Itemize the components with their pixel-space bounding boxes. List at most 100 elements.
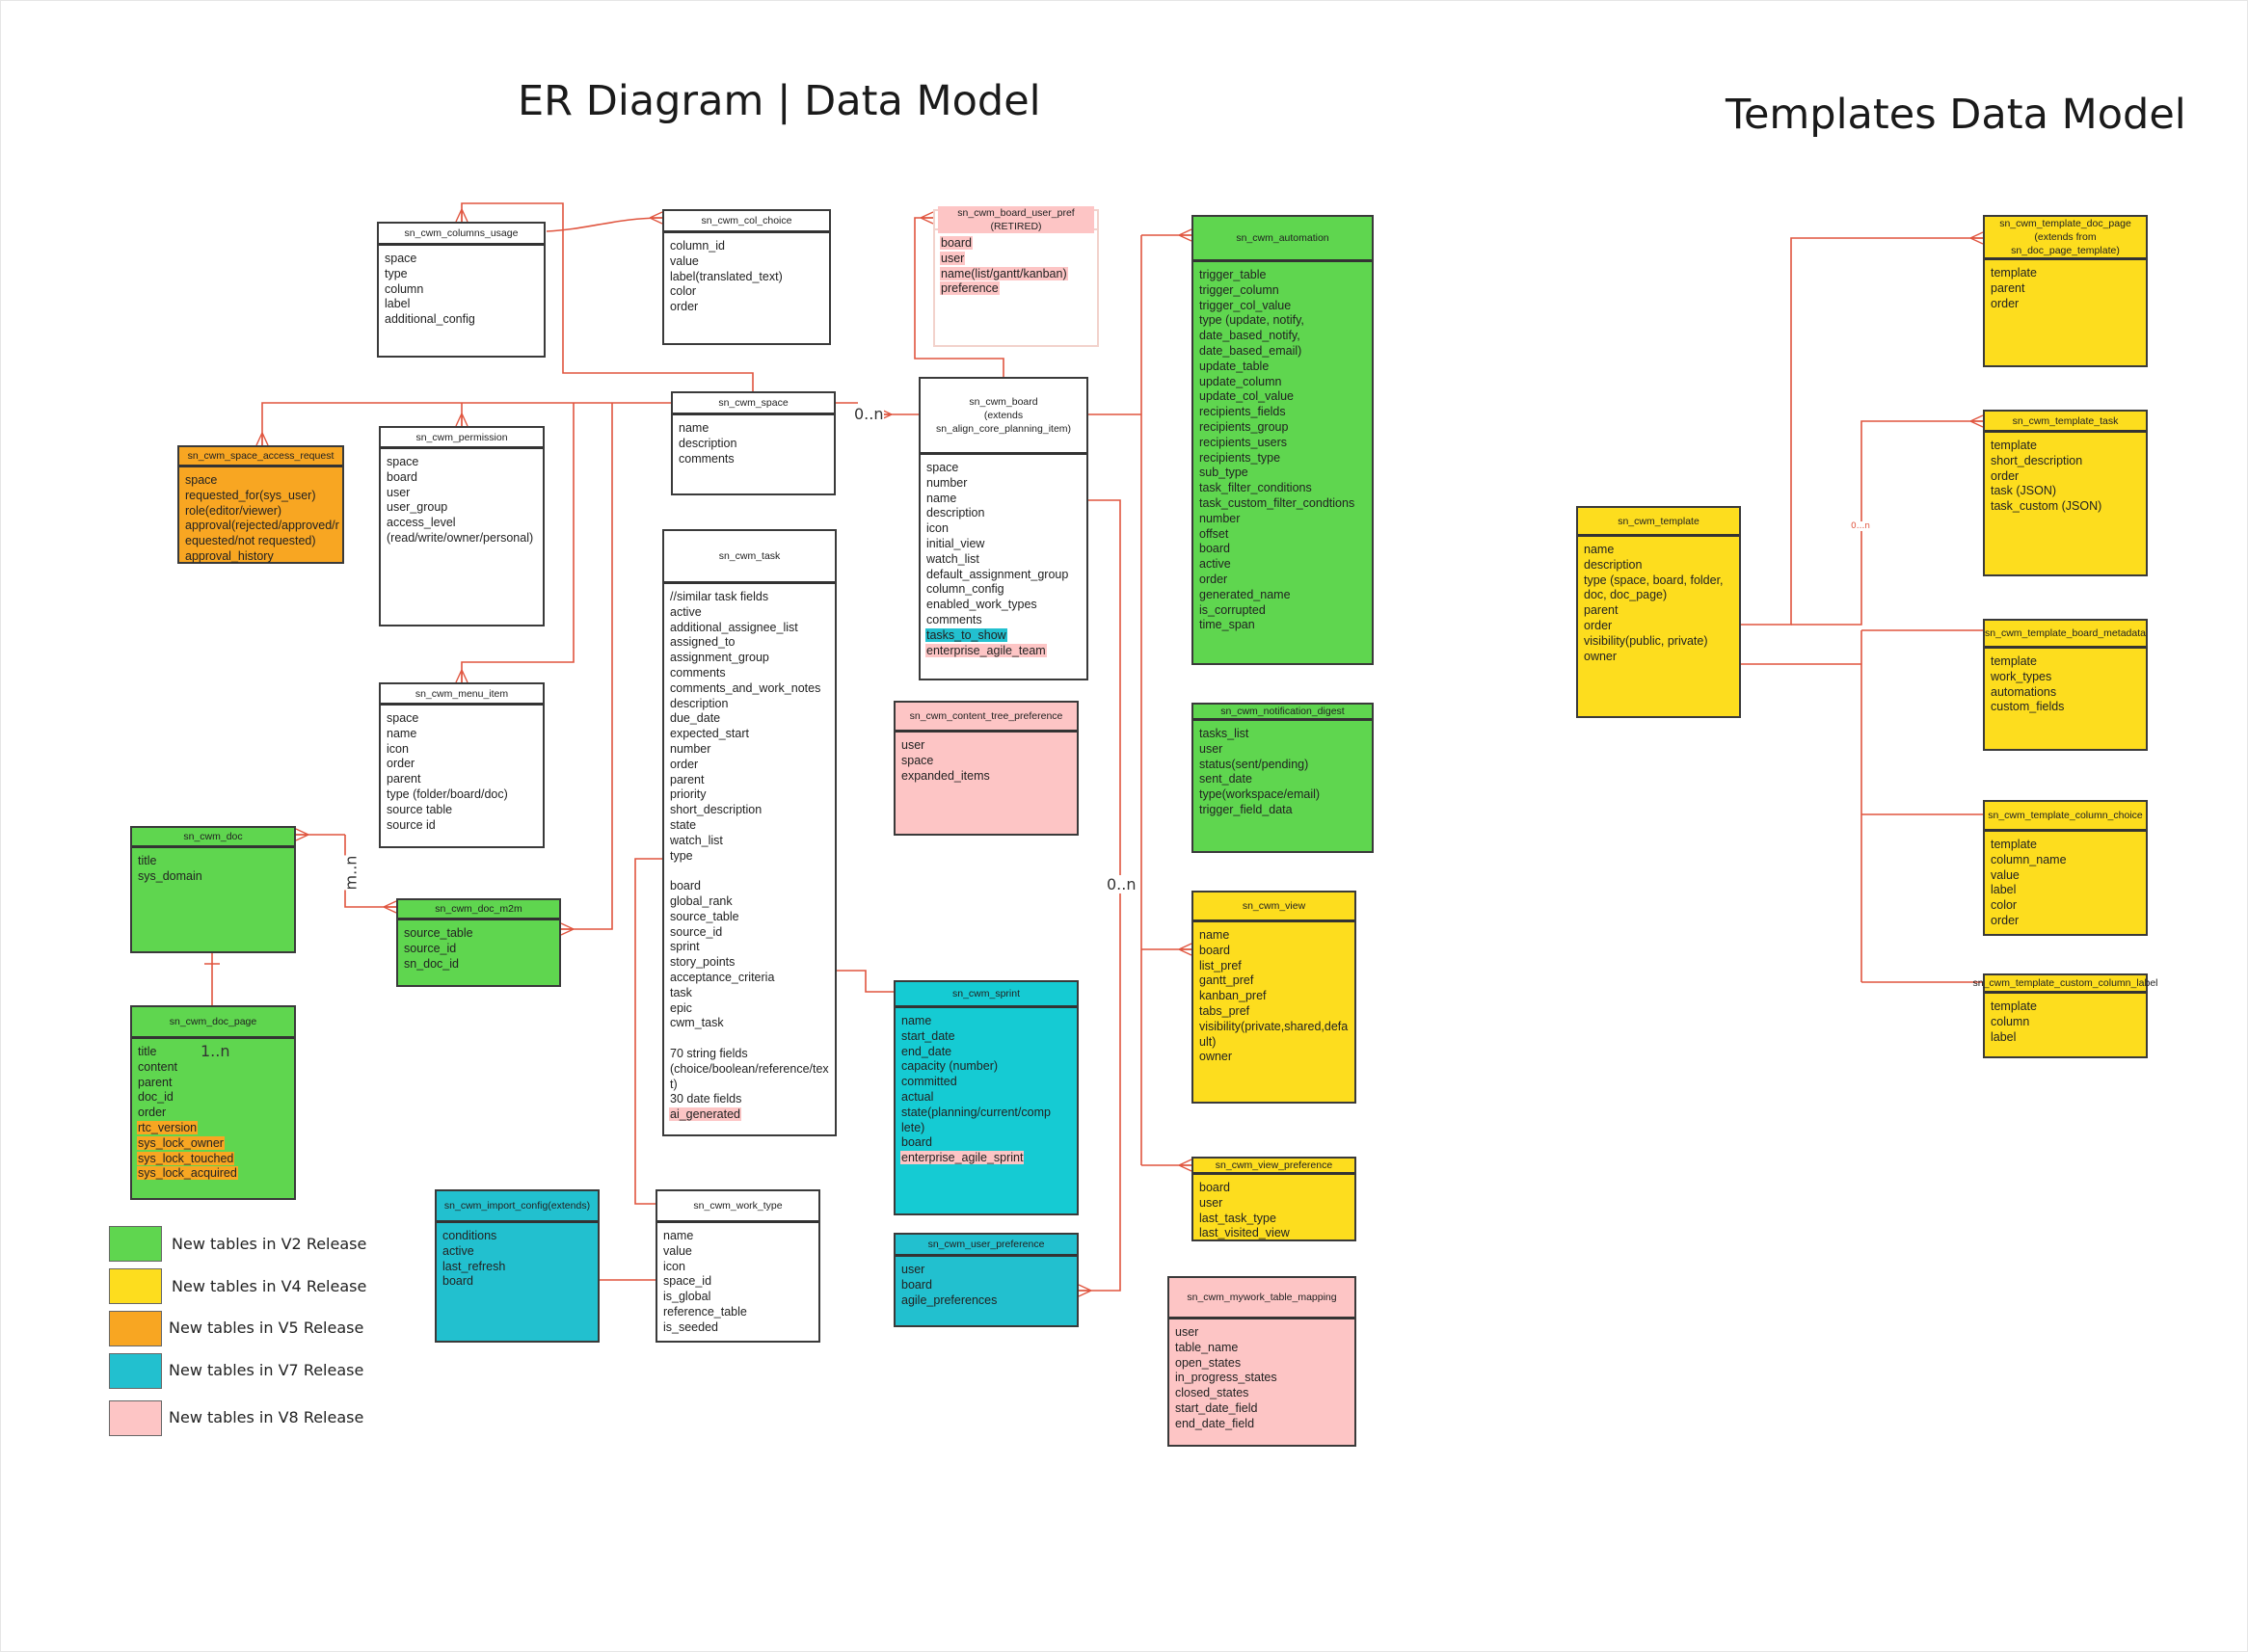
table-field-text: board (1199, 1181, 1230, 1194)
table-field-text: order (670, 757, 699, 771)
table-field: end_date_field (1174, 1417, 1350, 1432)
table-field-text: source_table (404, 926, 473, 940)
table-field-text: source table (387, 802, 453, 816)
table-title: sn_cwm_automation (1193, 217, 1372, 262)
table-title: sn_cwm_task (664, 531, 835, 584)
table-field: sys_lock_acquired (137, 1166, 289, 1182)
table-field-text: template (1991, 266, 2037, 280)
table-field: end_date (900, 1045, 1072, 1060)
table-field-text: board (387, 469, 417, 484)
table-field-text: additional_config (385, 312, 475, 327)
table-field-text: end_date_field (1175, 1416, 1255, 1430)
table-field: 70 string fields (669, 1047, 830, 1062)
table-field-text: board (1199, 542, 1230, 556)
table-field-text: start_date_field (1175, 1400, 1258, 1415)
table-field: in_progress_states (1174, 1371, 1350, 1386)
table-field-text: user (1175, 1325, 1199, 1339)
table-field-text: reference_table (663, 1304, 747, 1319)
rel-template-doc-page (1741, 238, 1983, 626)
table-field: assigned_to (669, 635, 830, 651)
table-field: title (137, 1045, 289, 1060)
table-sn-cwm-template-doc-page[interactable]: sn_cwm_template_doc_page (extends from s… (1983, 215, 2148, 367)
table-field: user (1198, 742, 1367, 758)
table-field: expected_start (669, 727, 830, 742)
table-field: actual (900, 1090, 1072, 1106)
table-field: short_description (1990, 454, 2141, 469)
table-field: description (669, 697, 830, 712)
table-field-text: comments (679, 451, 735, 466)
table-field-text: label (1991, 1029, 2017, 1044)
table-field: last_task_type (1198, 1212, 1350, 1227)
table-field-text: agile_preferences (901, 1292, 998, 1307)
legend-label-v7: New tables in V7 Release (169, 1361, 364, 1379)
table-field-text: space (385, 252, 417, 265)
table-field-text: board (670, 879, 701, 893)
table-field: description (1583, 558, 1734, 573)
table-title: sn_cwm_template (1578, 508, 1739, 537)
table-field: requested_for(sys_user) (184, 489, 337, 504)
table-field-text: name (926, 491, 957, 505)
table-title: sn_cwm_user_preference (896, 1235, 1077, 1257)
table-field: additional_assignee_list (669, 621, 830, 636)
table-field: open_states (1174, 1356, 1350, 1372)
table-sn-cwm-board[interactable]: sn_cwm_board (extends sn_align_core_plan… (919, 377, 1088, 680)
table-field: recipients_users (1198, 436, 1367, 451)
table-field: label (1990, 1030, 2141, 1046)
table-field-text: order (1584, 618, 1613, 632)
table-field-text: preference (940, 281, 1000, 296)
table-field-text: trigger_col_value (1199, 298, 1292, 312)
table-field-text: type (space, board, folder, (1584, 573, 1724, 587)
table-title-text: sn_cwm_mywork_table_mapping (1187, 1292, 1337, 1303)
table-field-text: type (670, 848, 693, 863)
table-field-text: committed (901, 1075, 957, 1089)
table-field-text: space (185, 473, 218, 487)
table-field-text: conditions (442, 1229, 497, 1242)
table-field-text: work_types (1991, 669, 2052, 683)
table-field-text: role(editor/viewer) (185, 503, 282, 518)
table-field: watch_list (669, 834, 830, 849)
table-field-text: order (1199, 572, 1228, 586)
table-field: type (update, notify, (1198, 313, 1367, 329)
table-title-text: sn_cwm_template_board_metadata (1985, 627, 2146, 639)
table-field: work_types (1990, 670, 2141, 685)
table-field: board (1198, 944, 1350, 959)
table-field: color (1990, 898, 2141, 914)
table-field: board (669, 879, 830, 894)
table-field: trigger_field_data (1198, 803, 1367, 818)
rel-columns-usage-col-choice (546, 218, 662, 232)
table-field-text: acceptance_criteria (670, 970, 775, 984)
